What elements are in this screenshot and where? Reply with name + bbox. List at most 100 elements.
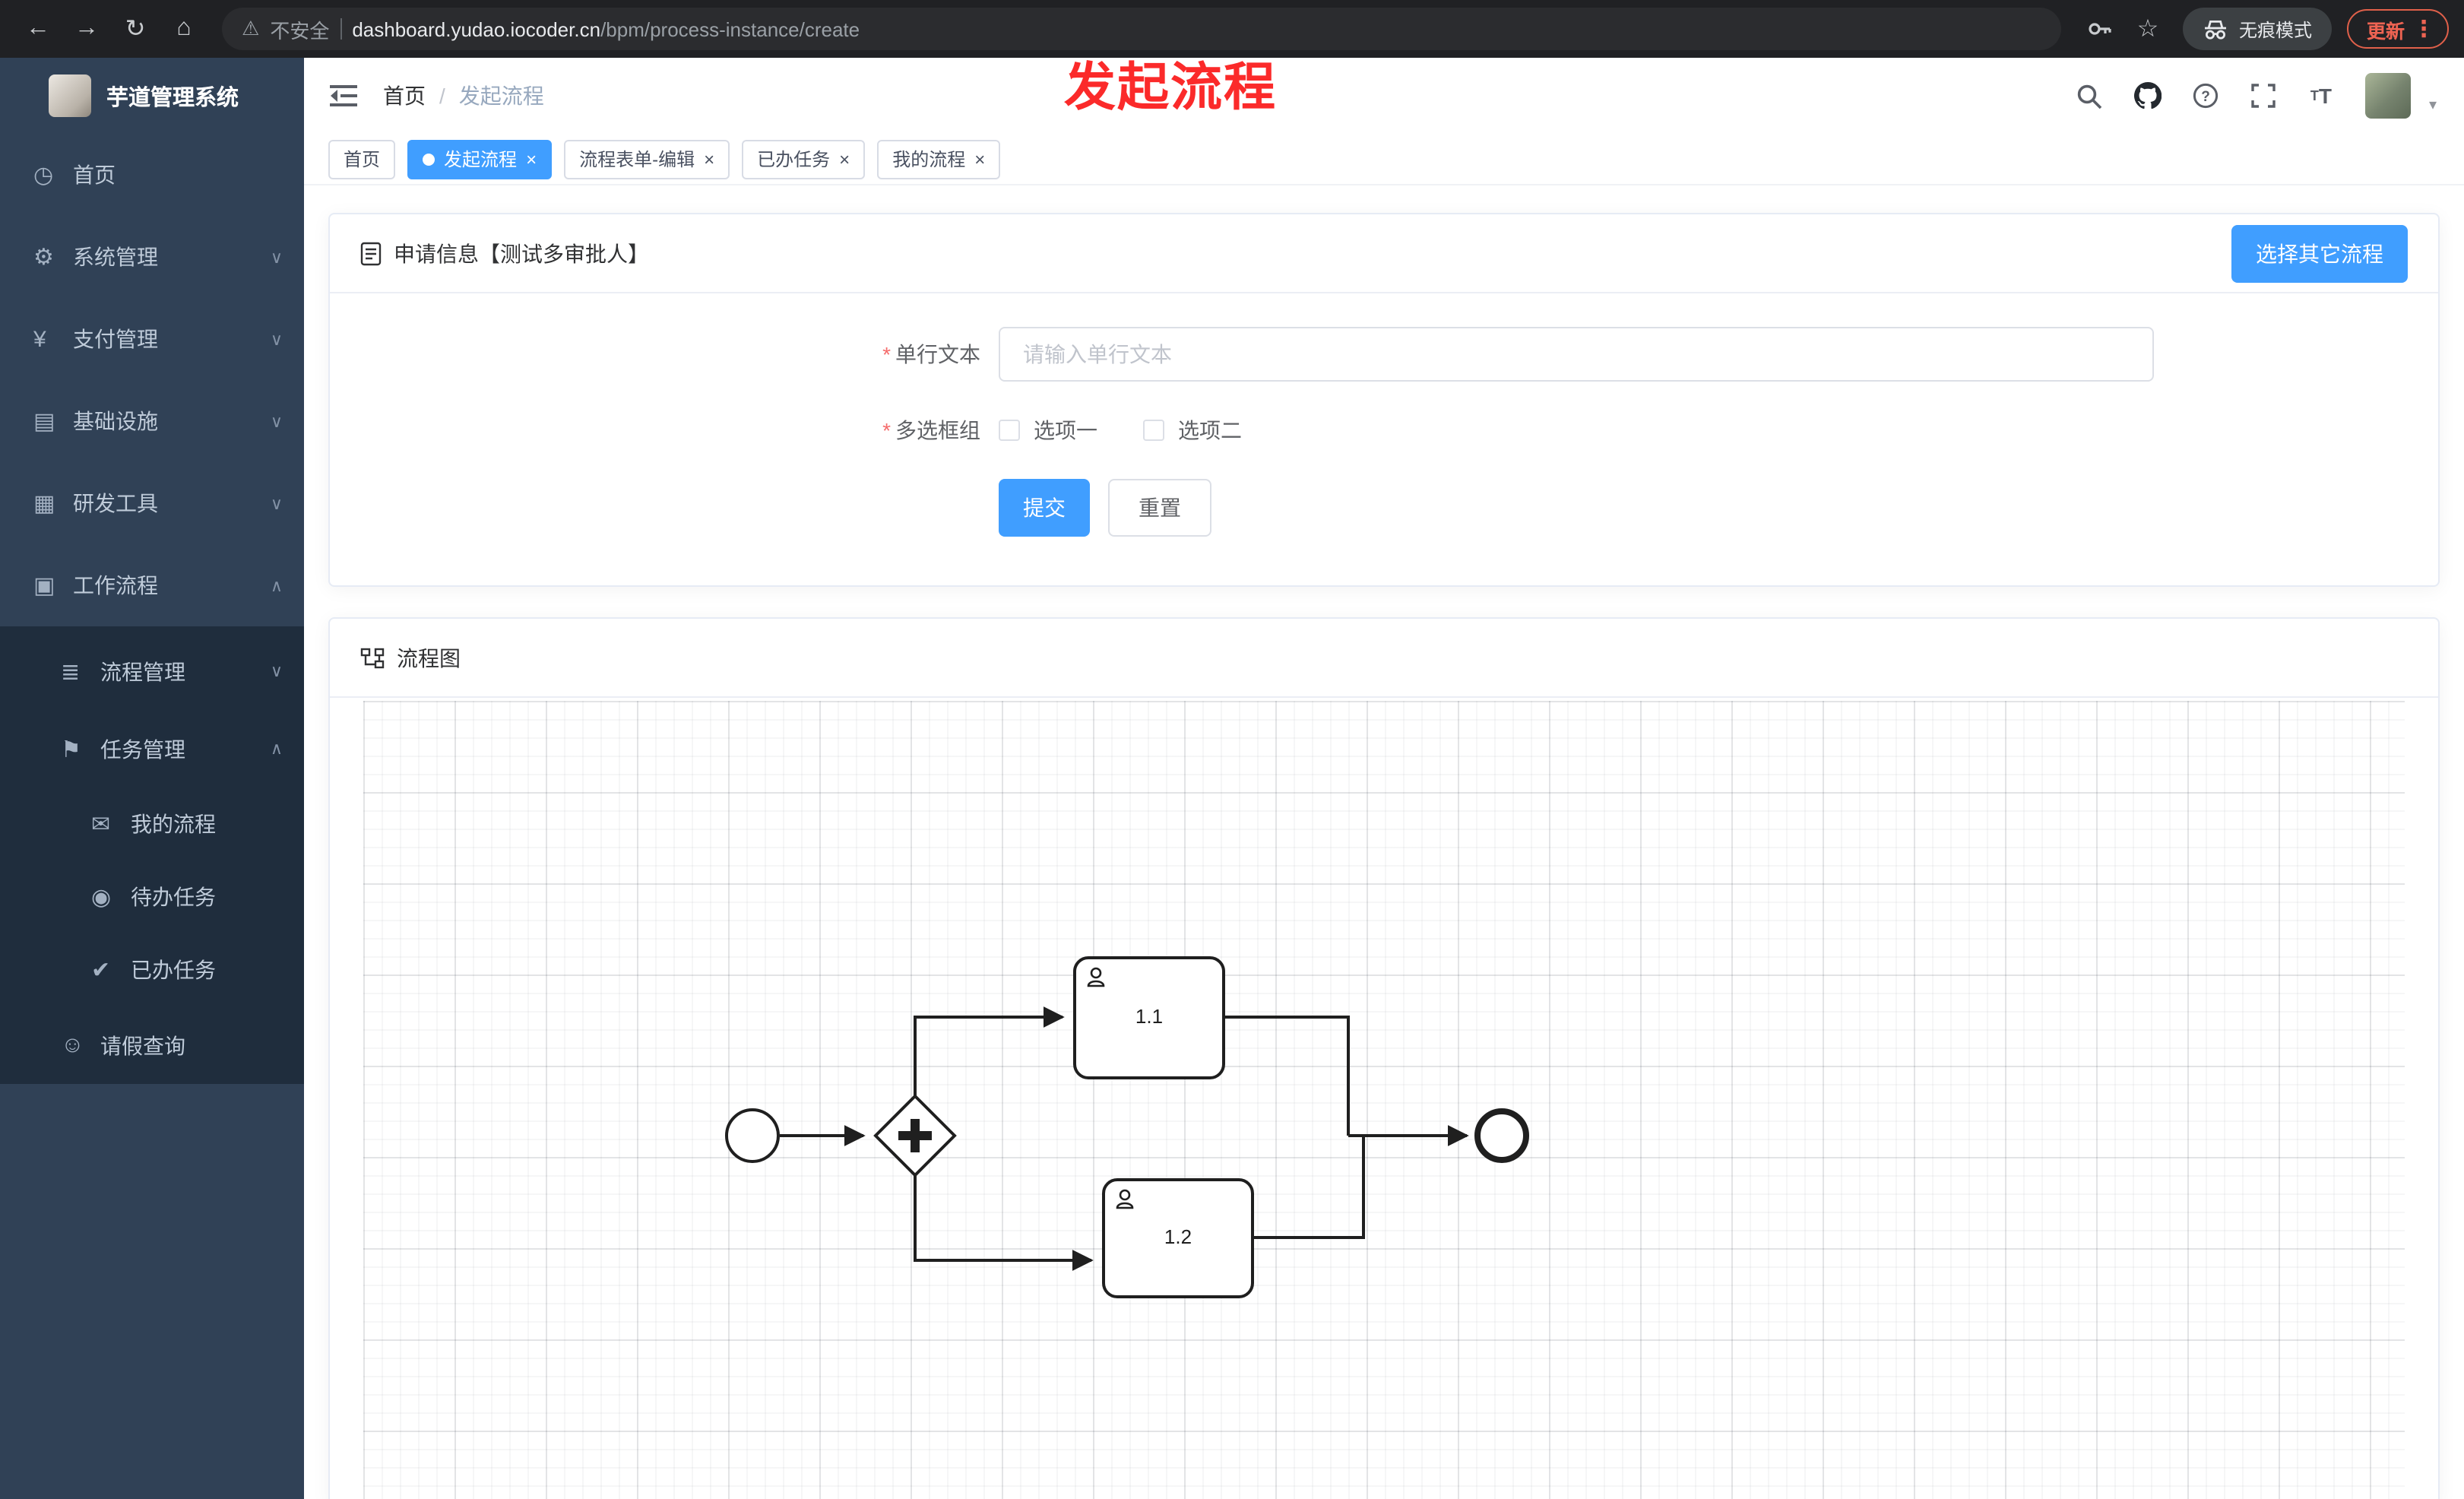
app-logo: 芋道管理系统 [0,58,304,134]
browser-home-icon[interactable]: ⌂ [176,15,192,41]
user-task-1-1-label: 1.1 [1135,1005,1163,1028]
form-actions-row: 提交 重置 [330,479,2438,537]
page-content: 申请信息【测试多审批人】 选择其它流程 *单行文本 *多选框组 选项一 [304,185,2464,1499]
search-icon[interactable] [2070,76,2110,116]
sidebar-item-label: 首页 [73,163,116,187]
svg-text:?: ? [2201,89,2210,105]
user-task-1-1 [1073,956,1225,1079]
user-icon: ☺ [61,1032,84,1058]
reset-button[interactable]: 重置 [1108,479,1211,537]
check-icon: ✔ [91,958,111,984]
github-icon[interactable] [2128,76,2168,116]
sidebar-item-todo-tasks[interactable]: ◉ 待办任务 [0,860,304,933]
sidebar-item-devtools[interactable]: ▦ 研发工具 ∨ [0,462,304,544]
yen-icon: ¥ [33,326,46,352]
tab-label: 流程表单-编辑 [579,149,695,170]
sidebar-item-label: 我的流程 [131,812,216,836]
checkbox-box[interactable] [999,420,1020,441]
sidebar-item-label: 工作流程 [73,573,158,597]
field-label-single-line-text: *单行文本 [330,339,999,369]
flow-gateway-to-task-1-2 [914,1175,1094,1271]
checkbox-box[interactable] [1143,420,1164,441]
workflow-icon: ▣ [33,573,55,599]
incognito-badge: 无痕模式 [2182,8,2332,50]
user-task-icon [1116,1189,1134,1209]
address-bar[interactable]: ⚠ 不安全 dashboard.yudao.iocoder.cn/bpm/pro… [222,8,2061,50]
security-label: 不安全 [270,19,330,42]
update-label: 更新 [2366,21,2405,42]
app-title: 芋道管理系统 [106,86,239,110]
checkbox-label: 选项一 [1034,418,1097,442]
browser-back-icon[interactable]: ← [26,15,50,41]
dashboard-icon: ◷ [33,163,54,189]
user-avatar[interactable] [2364,73,2411,119]
browser-refresh-icon[interactable]: ↻ [125,17,146,43]
application-info-card: 申请信息【测试多审批人】 选择其它流程 *单行文本 *多选框组 选项一 [328,213,2440,587]
tab-close-icon[interactable]: × [526,148,537,170]
flag-icon: ⚑ [61,737,81,762]
tab-start-process[interactable]: 发起流程 × [407,139,553,179]
sidebar-item-label: 已办任务 [131,958,216,982]
tab-done-tasks[interactable]: 已办任务 × [742,139,866,179]
tab-my-process[interactable]: 我的流程 × [877,139,1001,179]
sidebar-item-label: 请假查询 [100,1033,185,1057]
sidebar-item-done-tasks[interactable]: ✔ 已办任务 [0,933,304,1006]
user-task-icon [1087,967,1105,987]
single-line-text-input[interactable] [999,327,2154,382]
help-icon[interactable]: ? [2186,76,2225,116]
process-form: *单行文本 *多选框组 选项一 选项二 [330,293,2438,537]
chevron-down-icon: ∨ [270,249,283,267]
url-host: dashboard.yudao.iocoder.cn [352,17,601,40]
chevron-down-icon: ∨ [270,495,283,513]
field-label-checkbox-group: *多选框组 [330,415,999,445]
bookmark-star-icon[interactable]: ☆ [2136,17,2159,43]
bpmn-canvas[interactable]: 1.1 1.2 [363,701,2405,1499]
fullscreen-icon[interactable] [2244,76,2283,116]
submit-button[interactable]: 提交 [999,479,1090,537]
sidebar-item-system-management[interactable]: ⚙ 系统管理 ∨ [0,216,304,298]
tab-close-icon[interactable]: × [974,148,986,170]
sidebar-item-workflow[interactable]: ▣ 工作流程 ∧ [0,544,304,626]
url-text: dashboard.yudao.iocoder.cn/bpm/process-i… [352,17,860,40]
page-annotation-text: 发起流程 [1064,59,1277,117]
chevron-up-icon: ∧ [270,577,283,595]
sidebar-item-my-process[interactable]: ✉ 我的流程 [0,788,304,860]
avatar-caret-icon[interactable]: ▾ [2428,97,2437,114]
breadcrumb-separator: / [439,84,445,108]
sidebar-item-process-management[interactable]: ≣ 流程管理 ∨ [0,632,304,710]
sidebar-item-label: 研发工具 [73,491,158,515]
sidebar-collapse-icon[interactable] [325,78,362,114]
form-card-header: 申请信息【测试多审批人】 选择其它流程 [330,214,2438,293]
sidebar: 芋道管理系统 ◷ 首页 ⚙ 系统管理 ∨ ¥ 支付管理 ∨ ▤ 基础设施 ∨ ▦… [0,58,304,1499]
select-other-process-button[interactable]: 选择其它流程 [2231,224,2408,282]
sidebar-item-task-management[interactable]: ⚑ 任务管理 ∧ [0,710,304,788]
sidebar-item-payment-management[interactable]: ¥ 支付管理 ∨ [0,298,304,380]
browser-menu-dots-icon[interactable]: ⋮ [2412,17,2435,43]
diagram-card-header: 流程图 [330,619,2438,698]
checkbox-option-1[interactable]: 选项一 [999,415,1097,445]
browser-update-button[interactable]: 更新 ⋮ [2346,9,2449,49]
checkbox-option-2[interactable]: 选项二 [1143,415,1242,445]
browser-forward-icon[interactable]: → [74,15,99,41]
eye-icon: ◉ [91,885,112,911]
message-icon: ✉ [91,812,111,838]
tab-close-icon[interactable]: × [704,148,715,170]
diagram-card-title: 流程图 [397,645,461,670]
sidebar-item-home[interactable]: ◷ 首页 [0,134,304,216]
user-task-1-2 [1102,1178,1254,1298]
password-key-icon[interactable] [2076,6,2122,52]
required-asterisk: * [882,418,891,442]
not-secure-warning-icon: ⚠ [242,17,260,40]
tab-form-edit[interactable]: 流程表单-编辑 × [564,139,730,179]
list-icon: ≣ [61,659,81,685]
tab-label: 我的流程 [892,149,966,170]
parallel-gateway-plus-icon [898,1119,932,1152]
sidebar-item-infrastructure[interactable]: ▤ 基础设施 ∨ [0,380,304,462]
active-tab-dot [423,153,435,165]
tab-home[interactable]: 首页 [328,139,396,179]
sidebar-item-leave-query[interactable]: ☺ 请假查询 [0,1006,304,1084]
form-card-title: 申请信息【测试多审批人】 [394,241,649,265]
tab-close-icon[interactable]: × [839,148,850,170]
breadcrumb-home[interactable]: 首页 [383,84,426,108]
